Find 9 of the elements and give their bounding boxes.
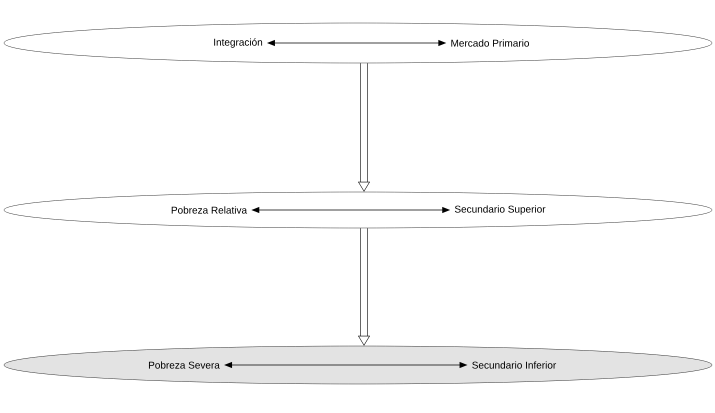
ellipse (4, 22, 712, 64)
label-text: Integración (214, 38, 262, 48)
label-text: Secundario Superior (454, 205, 546, 215)
label-text: Secundario Inferior (472, 361, 556, 369)
label-text: Pobreza Relativa (172, 206, 248, 214)
label-text: Mercado Primario (451, 39, 530, 47)
ellipse (4, 346, 712, 384)
ellipse (4, 192, 712, 228)
label-text: Pobreza Severa (148, 361, 220, 369)
